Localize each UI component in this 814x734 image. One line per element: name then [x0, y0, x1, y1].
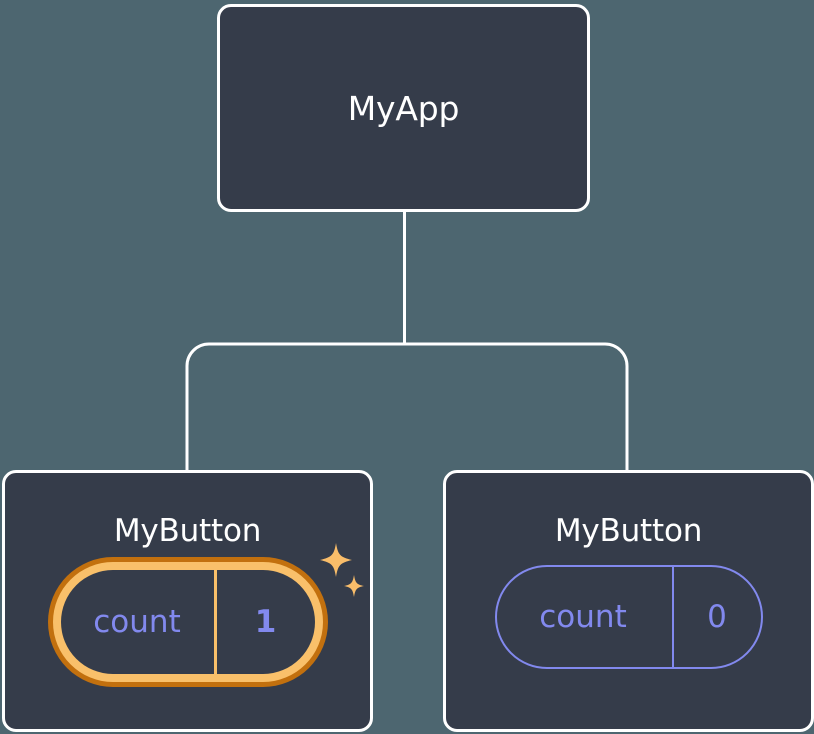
state-pill-right-divider: [671, 567, 674, 667]
node-mybutton-left-label: MyButton: [113, 513, 262, 549]
state-pill-left-wrapper: count 1: [47, 543, 364, 687]
state-pill-left-key: count: [93, 604, 181, 640]
state-pill-left-value: 1: [254, 604, 277, 640]
state-pill-right-value: 0: [707, 599, 727, 635]
state-pill-left-divider: [213, 570, 217, 674]
node-myapp-label: MyApp: [347, 88, 460, 128]
state-pill-right[interactable]: count 0: [494, 565, 763, 669]
state-pill-left: count 1: [60, 570, 315, 674]
state-pill-right-wrapper: count 0: [494, 549, 763, 669]
edge-bus-left: [185, 342, 405, 470]
sparkle-small-icon: [343, 575, 364, 597]
node-mybutton-right-label: MyButton: [554, 513, 703, 549]
sparkle-large-icon: [319, 543, 352, 577]
node-myapp[interactable]: MyApp: [217, 4, 590, 212]
state-pill-left-highlight-ring[interactable]: count 1: [47, 557, 328, 687]
state-pill-left-inner-ring: count 1: [52, 562, 323, 682]
node-mybutton-left[interactable]: MyButton count 1: [2, 470, 373, 732]
node-mybutton-right[interactable]: MyButton count 0: [443, 470, 814, 732]
edge-bus-right: [404, 342, 629, 470]
state-pill-right-key: count: [539, 599, 627, 635]
